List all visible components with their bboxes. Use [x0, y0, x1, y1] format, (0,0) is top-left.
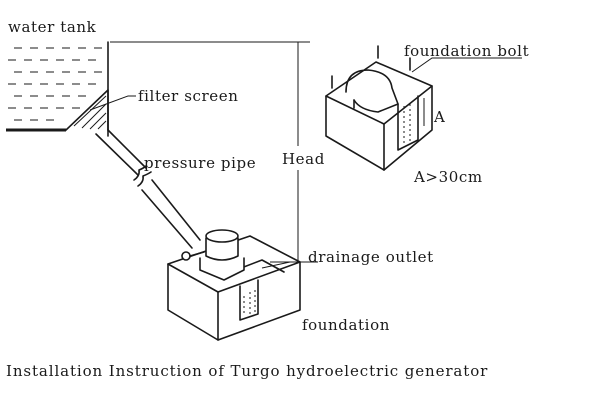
bolt-foundation-block: [325, 45, 433, 171]
leader-lines: [89, 57, 522, 269]
label-head: Head: [282, 150, 325, 168]
label-filter-screen: filter screen: [138, 87, 238, 105]
pressure-pipe: [95, 129, 201, 249]
label-foundation: foundation: [302, 316, 390, 334]
label-a-condition: A>30cm: [413, 168, 483, 186]
turbine-unit: [181, 229, 245, 281]
label-pressure-pipe: pressure pipe: [144, 154, 256, 172]
water-fill: [8, 47, 102, 121]
label-drainage-outlet: drainage outlet: [308, 248, 434, 266]
label-foundation-bolt: foundation bolt: [404, 42, 529, 60]
diagram-caption: Installation Instruction of Turgo hydroe…: [6, 362, 488, 380]
label-a-marker: A: [433, 108, 445, 126]
water-tank: [6, 41, 109, 137]
filter-screen: [65, 89, 109, 131]
head-dimension: [110, 41, 318, 263]
label-water-tank: water tank: [8, 18, 97, 36]
